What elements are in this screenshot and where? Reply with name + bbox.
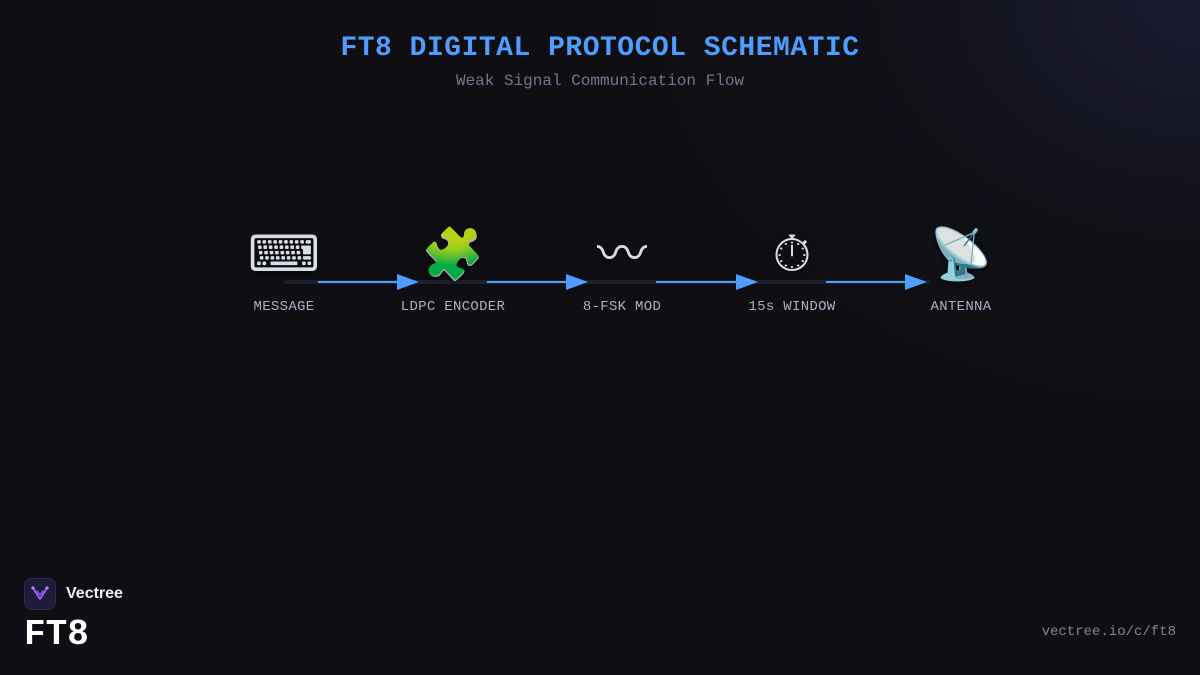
puzzle-piece-icon: 🧩	[421, 225, 485, 283]
flow-node-8fsk-mod: 〰 8-FSK MOD	[542, 222, 702, 316]
stopwatch-icon: ⏱	[772, 225, 812, 283]
vectree-logo-icon	[24, 578, 56, 610]
footer-url: vectree.io/c/ft8	[1041, 624, 1176, 640]
page-subtitle: Weak Signal Communication Flow	[455, 72, 745, 90]
page-title: FT8 DIGITAL PROTOCOL SCHEMATIC	[340, 33, 860, 64]
product-name: FT8	[24, 614, 89, 655]
flow-arrow-4	[758, 274, 930, 290]
flow-arrow-2	[418, 274, 590, 290]
flow-node-label: MESSAGE	[253, 299, 315, 315]
wavy-line-icon: 〰	[597, 225, 647, 283]
flow-arrow-3	[588, 274, 760, 290]
keyboard-icon: ⌨	[247, 225, 321, 283]
brand-block: Vectree FT8	[24, 577, 123, 655]
arrow-head-icon	[397, 274, 419, 290]
header: FT8 DIGITAL PROTOCOL SCHEMATIC Weak Sign…	[0, 32, 1200, 92]
flow-node-label: 8-FSK MOD	[582, 299, 662, 315]
flow-node-ldpc-encoder: 🧩 LDPC ENCODER	[373, 222, 533, 316]
arrow-head-icon	[905, 274, 927, 290]
satellite-antenna-icon: 📡	[929, 225, 993, 283]
flow-node-antenna: 📡 ANTENNA	[881, 222, 1041, 316]
flow-node-label: ANTENNA	[930, 299, 992, 315]
flow-node-label: 15s WINDOW	[748, 299, 836, 315]
arrow-head-icon	[566, 274, 588, 290]
arrow-head-icon	[736, 274, 758, 290]
flow-node-label: LDPC ENCODER	[400, 299, 506, 315]
brand-name: Vectree	[66, 585, 123, 602]
flow-arrow-1	[284, 274, 420, 290]
flow-node-message: ⌨ MESSAGE	[204, 222, 364, 316]
flow-node-15s-window: ⏱ 15s WINDOW	[712, 222, 872, 316]
